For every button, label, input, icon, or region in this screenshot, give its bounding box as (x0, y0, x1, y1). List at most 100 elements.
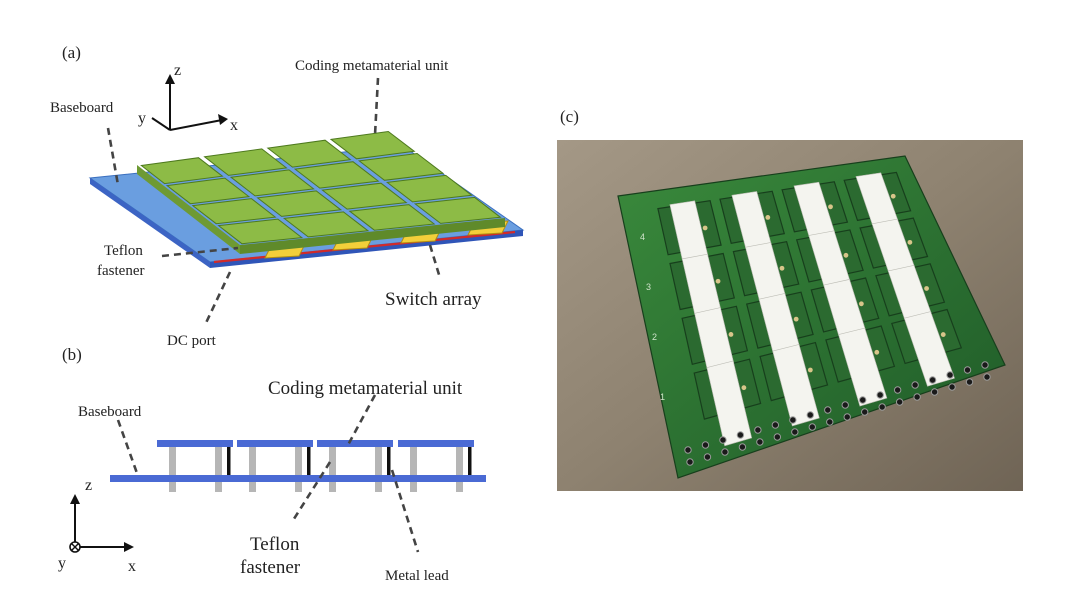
photo-tile-sticker (772, 344, 820, 427)
row-number: 4 (640, 232, 645, 242)
panel-b-tag: (b) (62, 345, 82, 364)
row-number: 2 (652, 332, 657, 342)
dc-port-hole (981, 361, 989, 369)
panel-a-axes: z x y (138, 62, 238, 134)
panel-a-tag: (a) (62, 43, 81, 62)
dc-port-hole (789, 416, 797, 424)
switch-leader (428, 244, 442, 279)
y-axis (151, 117, 171, 131)
photo-ports (684, 361, 991, 466)
teflon-post (215, 447, 222, 492)
panel-b-coding-unit-leader (346, 394, 377, 446)
coding-unit-cell (329, 130, 416, 160)
panel-a-y-label: y (138, 110, 146, 127)
x-axis (169, 119, 223, 131)
teflon-post (456, 447, 463, 492)
panel-a-baseboard-label: Baseboard (50, 100, 114, 116)
row-numbers: 4 3 2 1 (640, 232, 665, 402)
coding-unit-cell (357, 152, 445, 181)
side-view (110, 440, 486, 492)
coding-unit-cell (413, 196, 502, 224)
panel-b-fastener-label: fastener (240, 557, 301, 578)
metal-lead (387, 447, 391, 477)
metal-lead (468, 447, 472, 477)
panel-a-fastener-label: fastener (97, 263, 144, 279)
panel-b-y-label: y (58, 555, 66, 572)
row-number: 3 (646, 282, 651, 292)
dc-port-hole (893, 386, 902, 394)
dc-port-hole (911, 381, 919, 389)
panel-a-x-label: x (230, 117, 238, 134)
z-arrow-icon (165, 74, 175, 84)
baseboard-bar (110, 475, 486, 482)
teflon-post (295, 447, 302, 492)
panel-b-teflon-label: Teflon (250, 534, 300, 555)
dc-port-hole (806, 411, 814, 419)
coding-unit-cell (348, 204, 436, 231)
coding-unit-cell (203, 148, 288, 176)
dc-port-hole (876, 391, 884, 399)
panel-b-metal-lead-leader (390, 469, 420, 553)
coding-unit-cell (256, 190, 343, 217)
photo-unit-tiles (657, 171, 963, 447)
coding-unit-cell (266, 139, 352, 168)
dc-port-hole (824, 406, 832, 414)
coding-unit-cell (229, 169, 315, 197)
baseboard-leader (106, 127, 120, 186)
coding-metamaterial-grid (137, 130, 505, 254)
row-number: 1 (660, 392, 665, 402)
dc-port-leader (203, 271, 232, 326)
teflon-post (329, 447, 336, 492)
photo-tile-sticker (706, 360, 753, 447)
panel-b: (b) Coding metamaterial unit Baseboard T… (58, 345, 486, 584)
coding-unit-cell (385, 174, 473, 203)
dc-port-hole (754, 426, 762, 434)
coding-unit-cell (191, 198, 277, 225)
panel-b-baseboard-label: Baseboard (78, 404, 142, 420)
photo-tile-sticker (838, 327, 888, 407)
panel-a-teflon-label: Teflon (104, 243, 143, 259)
x-arrow-icon (218, 114, 228, 125)
coding-unit-cell (321, 182, 408, 210)
panel-b-z-arrow-icon (70, 494, 80, 504)
panel-c: (c) 4 3 2 1 (557, 107, 1023, 491)
panel-a-coding-unit-label: Coding metamaterial unit (295, 58, 449, 74)
panel-b-coding-unit-label: Coding metamaterial unit (268, 378, 463, 399)
dc-port-hole (928, 376, 937, 384)
dc-port-hole (719, 436, 727, 444)
metal-lead (227, 447, 231, 477)
panel-a: (a) z x y Coding (50, 43, 525, 349)
dc-port-hole (841, 401, 849, 409)
dc-port-hole (946, 371, 954, 379)
dc-port-hole (701, 441, 710, 449)
coding-unit-cell (282, 211, 370, 238)
fabricated-board-photo: 4 3 2 1 (557, 140, 1023, 491)
panel-a-switch-label: Switch array (385, 289, 482, 310)
panel-b-x-label: x (128, 558, 136, 575)
dc-port-hole (736, 431, 745, 439)
coding-unit-bar (237, 440, 313, 447)
panel-b-axes: z y x (58, 477, 136, 575)
coding-unit-bar (398, 440, 474, 447)
panel-a-dc-port-label: DC port (167, 333, 217, 349)
teflon-post (410, 447, 417, 492)
coding-unit-cell (140, 157, 224, 185)
dc-port-hole (771, 421, 780, 429)
panel-a-z-label: z (174, 62, 181, 79)
panel-c-tag: (c) (560, 107, 579, 126)
teflon-post (249, 447, 256, 492)
teflon-post (375, 447, 382, 492)
metal-lead (307, 447, 311, 477)
dc-port-hole (859, 396, 867, 404)
dc-port-hole (963, 366, 972, 374)
coding-unit-cell (293, 161, 380, 189)
photo-tile-sticker (903, 311, 955, 387)
dc-port-hole (684, 446, 692, 454)
panel-b-z-label: z (85, 477, 92, 494)
coding-unit-leader (373, 77, 380, 136)
teflon-post (169, 447, 176, 492)
panel-b-metal-lead-label: Metal lead (385, 568, 449, 584)
coding-unit-cell (217, 218, 304, 245)
teflon-leader (161, 246, 239, 258)
coding-unit-bar (157, 440, 233, 447)
